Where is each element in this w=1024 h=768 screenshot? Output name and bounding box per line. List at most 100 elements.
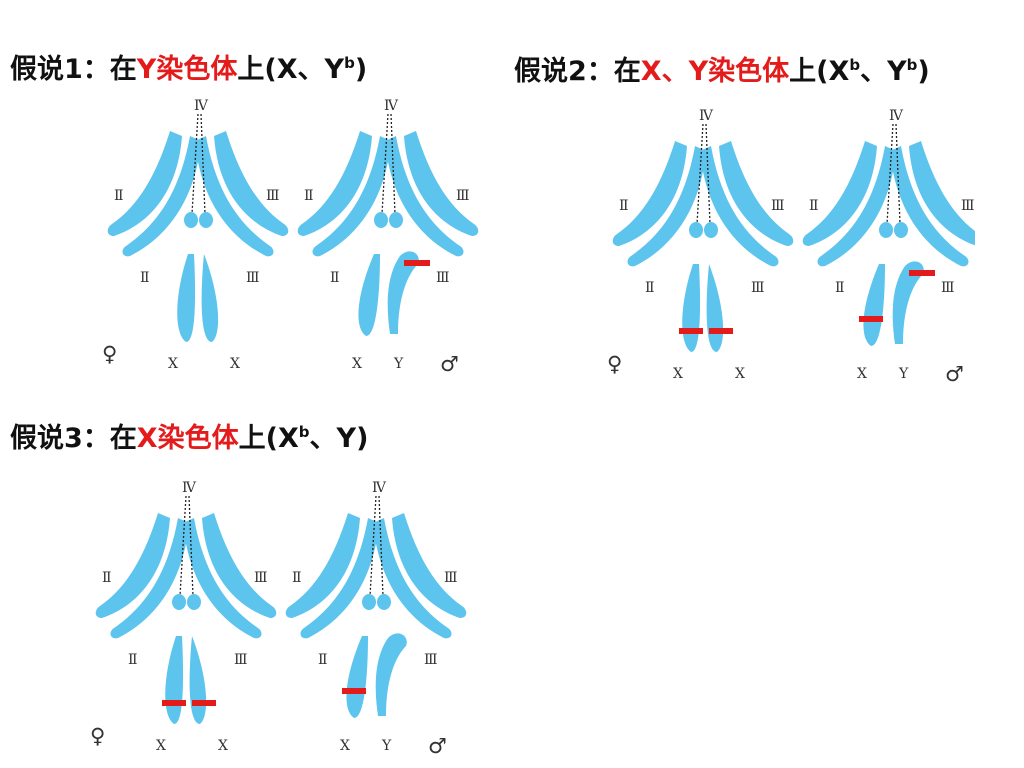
chromosome-III-1 (202, 513, 277, 618)
label-III: Ⅲ (961, 198, 975, 214)
chromosome-II-2 (312, 136, 391, 257)
hypothesis-3-title: 假说3：在X染色体上(Xb、Y) (10, 423, 369, 454)
label-IV: Ⅳ (889, 108, 904, 124)
label-III: Ⅲ (436, 270, 450, 286)
chromosome-X-1 (165, 636, 184, 724)
label-II: Ⅱ (114, 188, 124, 204)
chromosome-II-2 (817, 146, 896, 267)
label-II: Ⅱ (140, 270, 150, 286)
chromosome-II-2 (110, 518, 189, 639)
chromosome-IV-strand (378, 495, 384, 597)
chromosome-Y (375, 633, 407, 716)
label-III: Ⅲ (456, 188, 470, 204)
chromosome-IV-strand (188, 495, 194, 597)
male-symbol: ♂ (440, 352, 459, 376)
female-symbol: ♀ (607, 352, 622, 376)
chromosome-IV-strand (369, 495, 377, 597)
hypothesis-1-title: 假说1：在Y染色体上(X、Yb) (10, 54, 368, 85)
chromosome-IV-strand (696, 123, 704, 225)
label-IV: Ⅳ (384, 98, 399, 114)
chromosome-X-1 (682, 264, 701, 352)
chromosome-X (358, 254, 380, 336)
male-symbol: ♂ (945, 362, 964, 386)
label-X: X (230, 356, 240, 372)
chromosome-IV-1 (374, 212, 388, 228)
highlight-chromosome: Y染色体 (136, 54, 238, 85)
chromosome-IV-2 (704, 222, 718, 238)
chromosome-II-1 (107, 131, 182, 236)
label-Y: Y (381, 738, 392, 754)
gene-marker-Y (909, 270, 935, 276)
gene-marker-Y (404, 260, 430, 266)
label-IV: Ⅳ (699, 108, 714, 124)
chromosome-III-2 (700, 146, 779, 267)
chromosome-IV-strand (179, 495, 187, 597)
male-symbol: ♂ (428, 734, 447, 758)
label-II: Ⅱ (128, 652, 138, 668)
chromosome-II-2 (122, 136, 201, 257)
label-X: X (168, 356, 178, 372)
chromosome-X-2 (189, 636, 207, 724)
chromosome-III-1 (392, 513, 467, 618)
label-III: Ⅲ (771, 198, 785, 214)
chromosome-X-2 (201, 254, 219, 342)
chromosome-III-2 (385, 136, 464, 257)
highlight-chromosome: X染色体 (136, 423, 239, 454)
chromosome-III-1 (214, 131, 289, 236)
chromosome-II-1 (612, 141, 687, 246)
label-X: X (673, 366, 683, 382)
chromosome-IV-strand (390, 113, 396, 215)
gene-marker-X (859, 316, 883, 322)
label-III: Ⅲ (941, 280, 955, 296)
chromosome-III-2 (195, 136, 274, 257)
chromosome-III-2 (373, 518, 452, 639)
chromosome-IV-2 (199, 212, 213, 228)
label-II: Ⅱ (292, 570, 302, 586)
label-Y: Y (393, 356, 404, 372)
chromosome-IV-1 (184, 212, 198, 228)
female-symbol: ♀ (102, 342, 117, 366)
chromosome-II-1 (285, 513, 360, 618)
label-II: Ⅱ (645, 280, 655, 296)
gene-marker-X (192, 700, 216, 706)
label-X: X (218, 738, 228, 754)
label-X: X (352, 356, 362, 372)
highlight-chromosome: X、Y染色体 (640, 56, 790, 87)
female-symbol: ♀ (90, 724, 105, 748)
chromosome-X-2 (706, 264, 724, 352)
chromosome-II-2 (627, 146, 706, 267)
label-III: Ⅲ (751, 280, 765, 296)
chromosome-IV-strand (705, 123, 711, 225)
gene-marker-X (679, 328, 703, 334)
chromosome-III-1 (909, 141, 975, 246)
label-III: Ⅲ (424, 652, 438, 668)
label-III: Ⅲ (444, 570, 458, 586)
label-IV: Ⅳ (194, 98, 209, 114)
label-II: Ⅱ (102, 570, 112, 586)
chromosome-III-1 (719, 141, 794, 246)
label-X: X (735, 366, 745, 382)
label-II: Ⅱ (809, 198, 819, 214)
chromosome-IV-1 (689, 222, 703, 238)
chromosome-III-1 (404, 131, 479, 236)
label-II: Ⅱ (304, 188, 314, 204)
label-IV: Ⅳ (372, 480, 387, 496)
chromosome-IV-strand (191, 113, 199, 215)
label-IV: Ⅳ (182, 480, 197, 496)
chromosome-II-1 (297, 131, 372, 236)
label-II: Ⅱ (835, 280, 845, 296)
chromosome-Y (892, 261, 924, 344)
chromosome-IV-1 (172, 594, 186, 610)
chromosome-IV-strand (381, 113, 389, 215)
chromosome-IV-2 (894, 222, 908, 238)
chromosome-X (863, 264, 885, 346)
chromosome-X-1 (177, 254, 196, 342)
